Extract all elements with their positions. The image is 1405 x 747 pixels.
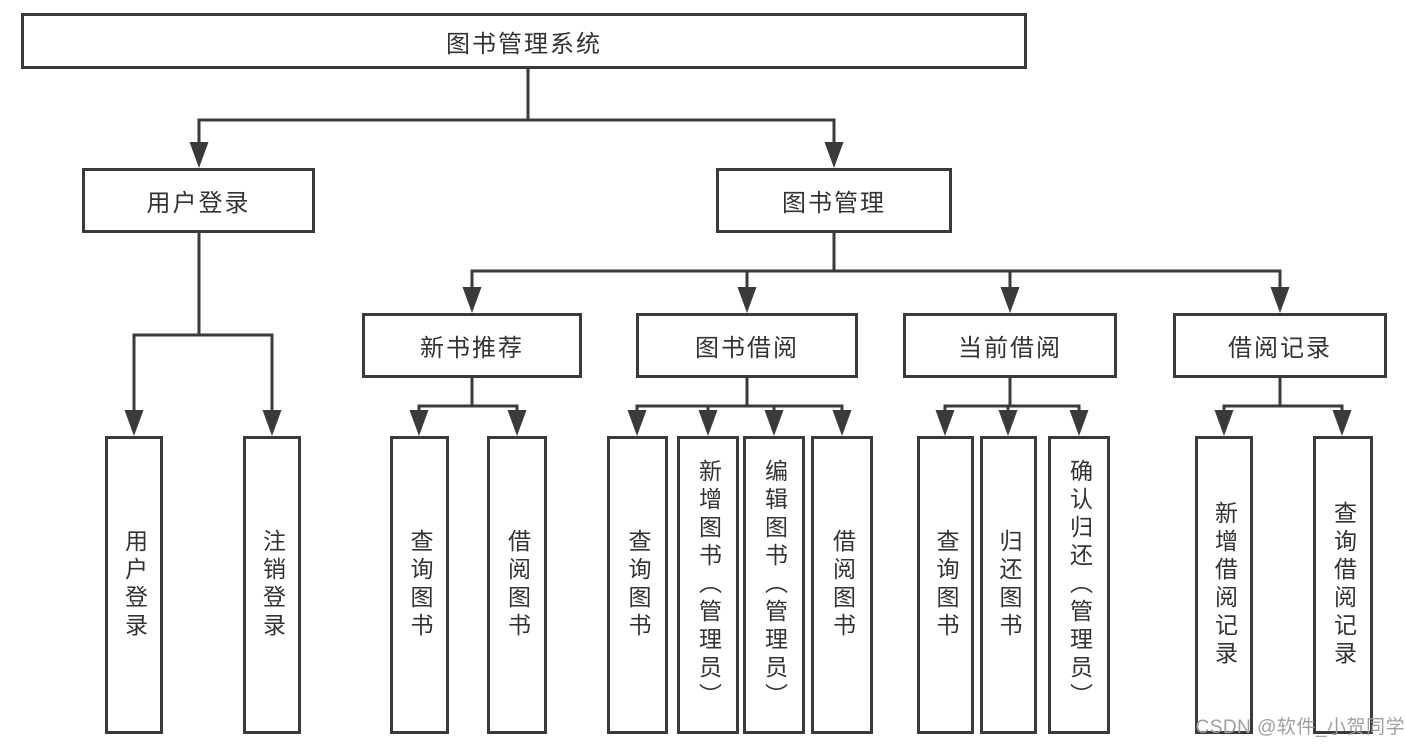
node-label: 图书管理 (782, 190, 886, 217)
node-label: 用户登录 (121, 529, 148, 641)
node-label: 编辑图书（管理员） (761, 459, 788, 711)
arrow-down-icon (935, 410, 955, 436)
node-label: 图书管理系统 (446, 30, 602, 58)
leaf-query-books-recommend: 查询图书 (390, 436, 449, 734)
arrow-down-icon (189, 142, 209, 168)
arrow-down-icon (998, 410, 1018, 436)
node-label: 借阅记录 (1228, 335, 1332, 362)
node-label: 新书推荐 (420, 335, 524, 362)
arrow-down-icon (1270, 287, 1290, 313)
arrow-down-icon (409, 410, 429, 436)
arrow-down-icon (462, 287, 482, 313)
leaf-query-borrow-record: 查询借阅记录 (1313, 436, 1373, 734)
node-label: 确认归还（管理员） (1066, 459, 1093, 711)
node-library-system: 图书管理系统 (21, 13, 1027, 69)
node-label: 借阅图书 (829, 529, 856, 641)
node-user-login: 用户登录 (82, 168, 315, 233)
node-label: 新增图书（管理员） (695, 459, 722, 711)
node-label: 当前借阅 (958, 335, 1062, 362)
node-current-borrowing: 当前借阅 (903, 313, 1117, 378)
node-book-borrowing: 图书借阅 (636, 313, 858, 378)
node-new-book-recommendation: 新书推荐 (362, 313, 582, 378)
arrow-down-icon (832, 410, 852, 436)
arrowheads (124, 142, 1352, 436)
node-label: 归还图书 (996, 529, 1022, 641)
arrow-down-icon (1214, 410, 1234, 436)
arrow-down-icon (764, 410, 784, 436)
node-borrowing-records: 借阅记录 (1173, 313, 1387, 378)
arrow-down-icon (124, 410, 144, 436)
leaf-edit-books-admin: 编辑图书（管理员） (743, 436, 805, 734)
leaf-return-books: 归还图书 (980, 436, 1037, 734)
arrow-down-icon (698, 410, 718, 436)
leaf-borrow-books-borrowing: 借阅图书 (811, 436, 873, 734)
arrow-down-icon (262, 410, 282, 436)
node-label: 借阅图书 (504, 529, 531, 641)
leaf-add-books-admin: 新增图书（管理员） (677, 436, 739, 734)
node-label: 查询图书 (407, 529, 433, 641)
node-book-management: 图书管理 (716, 168, 952, 233)
arrow-down-icon (1069, 410, 1089, 436)
arrow-down-icon (507, 410, 527, 436)
arrow-down-icon (1332, 410, 1352, 436)
leaf-logout-login: 注销登录 (243, 436, 301, 734)
node-label: 查询图书 (933, 529, 959, 641)
arrow-down-icon (1000, 287, 1020, 313)
node-label: 用户登录 (146, 190, 251, 217)
arrow-down-icon (737, 287, 757, 313)
arrow-down-icon (627, 410, 647, 436)
leaf-user-login: 用户登录 (105, 436, 163, 734)
leaf-query-books-borrowing: 查询图书 (607, 436, 668, 734)
node-label: 查询借阅记录 (1330, 501, 1357, 669)
leaf-borrow-books-recommend: 借阅图书 (487, 436, 547, 734)
arrow-down-icon (824, 142, 844, 168)
leaf-add-borrow-record: 新增借阅记录 (1195, 436, 1253, 734)
node-label: 新增借阅记录 (1211, 501, 1238, 669)
leaf-query-books-current: 查询图书 (917, 436, 974, 734)
node-label: 注销登录 (259, 529, 286, 641)
node-label: 图书借阅 (695, 335, 799, 362)
node-label: 查询图书 (625, 529, 651, 641)
leaf-confirm-return-admin: 确认归还（管理员） (1048, 436, 1110, 734)
